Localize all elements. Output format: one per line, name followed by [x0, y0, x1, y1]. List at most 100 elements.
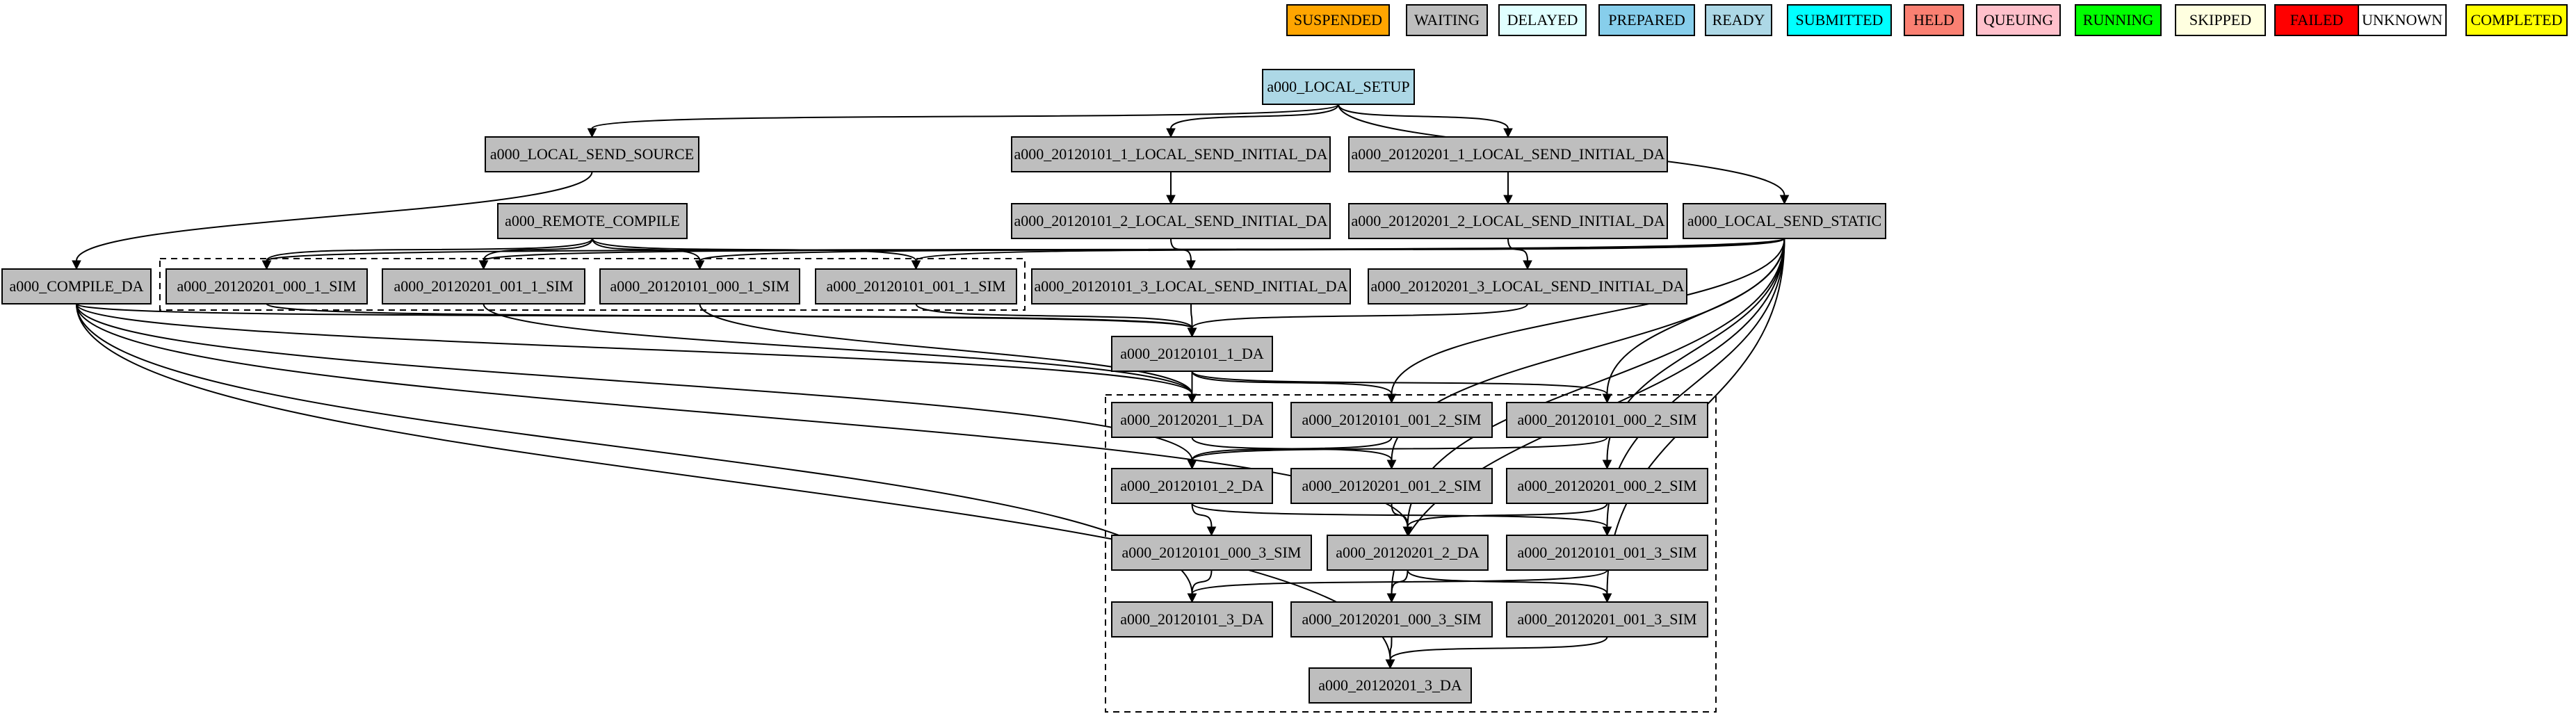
edge-line — [1191, 569, 1213, 594]
task-node-s20120201-000-1-sim[interactable]: a000_20120201_000_1_SIM — [165, 268, 368, 304]
task-node-box — [1, 268, 152, 304]
task-node-box — [497, 203, 688, 239]
legend-swatch — [2075, 4, 2162, 36]
task-node-box — [1506, 535, 1708, 571]
task-node-s20120201-2-da[interactable]: a000_20120201_2_DA — [1327, 535, 1489, 571]
task-node-label: a000_REMOTE_COMPILE — [505, 212, 680, 229]
task-node-label: a000_20120201_2_DA — [1336, 544, 1480, 561]
edge-line — [1191, 371, 1608, 395]
edge-line — [1391, 503, 1409, 528]
task-node-label: a000_20120101_001_3_SIM — [1518, 544, 1697, 561]
task-node-s20120101-3-lsi[interactable]: a000_20120101_3_LOCAL_SEND_INITIAL_DA — [1031, 268, 1351, 304]
task-node-s20120201-000-3-sim[interactable]: a000_20120201_000_3_SIM — [1290, 601, 1493, 637]
legend-item-submitted: SUBMITTED — [1787, 4, 1892, 36]
task-node-label: a000_20120101_2_LOCAL_SEND_INITIAL_DA — [1014, 212, 1328, 229]
task-node-s20120201-001-2-sim[interactable]: a000_20120201_001_2_SIM — [1290, 468, 1493, 504]
edge-line — [915, 238, 1785, 261]
task-node-label: a000_20120201_000_2_SIM — [1518, 477, 1697, 494]
edge-line — [1389, 636, 1608, 660]
edge-arrowhead — [1386, 393, 1397, 404]
task-node-box — [165, 268, 368, 304]
task-node-remote-compile[interactable]: a000_REMOTE_COMPILE — [497, 203, 688, 239]
task-node-s20120201-3-da[interactable]: a000_20120201_3_DA — [1309, 667, 1472, 704]
cluster-sim-group-1 — [159, 258, 1026, 311]
task-node-s20120101-001-2-sim[interactable]: a000_20120101_001_2_SIM — [1290, 402, 1493, 438]
task-node-s20120101-001-3-sim[interactable]: a000_20120101_001_3_SIM — [1506, 535, 1708, 571]
edge-arrowhead — [1602, 460, 1612, 470]
edge-arrowhead — [1386, 460, 1397, 470]
task-node-box — [1111, 336, 1273, 372]
legend-label: RUNNING — [2083, 11, 2154, 29]
task-node-s20120201-000-2-sim[interactable]: a000_20120201_000_2_SIM — [1506, 468, 1708, 504]
edge-arrowhead — [1186, 260, 1196, 270]
task-node-box — [1011, 203, 1331, 239]
legend-label: SUSPENDED — [1294, 11, 1382, 29]
legend-swatch — [2274, 4, 2359, 36]
edge-arrowhead — [1503, 128, 1513, 138]
edge-arrowhead — [1187, 327, 1197, 338]
task-node-s20120101-1-da[interactable]: a000_20120101_1_DA — [1111, 336, 1273, 372]
edge-arrowhead — [478, 260, 489, 270]
task-node-box — [1290, 601, 1493, 637]
edge-line — [76, 171, 593, 261]
task-node-s20120101-000-3-sim[interactable]: a000_20120101_000_3_SIM — [1111, 535, 1312, 571]
legend-swatch — [2465, 4, 2568, 36]
task-node-s20120101-1-lsi[interactable]: a000_20120101_1_LOCAL_SEND_INITIAL_DA — [1011, 136, 1331, 172]
task-node-s20120101-000-2-sim[interactable]: a000_20120101_000_2_SIM — [1506, 402, 1708, 438]
task-node-label: a000_LOCAL_SETUP — [1267, 78, 1409, 95]
task-node-s20120101-2-da[interactable]: a000_20120101_2_DA — [1111, 468, 1273, 504]
edge-s20120101-000-2-sim-to-s20120101-2-da — [1187, 437, 1608, 470]
edge-line — [1191, 371, 1393, 395]
task-node-s20120201-001-3-sim[interactable]: a000_20120201_001_3_SIM — [1506, 601, 1708, 637]
task-node-label: a000_20120101_1_LOCAL_SEND_INITIAL_DA — [1014, 145, 1328, 163]
task-node-s20120101-000-1-sim[interactable]: a000_20120101_000_1_SIM — [599, 268, 800, 304]
edge-arrowhead — [261, 260, 272, 270]
edge-arrowhead — [1206, 526, 1217, 537]
edge-arrowhead — [911, 260, 921, 270]
task-node-label: a000_20120101_3_LOCAL_SEND_INITIAL_DA — [1035, 277, 1348, 295]
edge-line — [1191, 303, 1528, 329]
task-node-s20120201-1-lsi[interactable]: a000_20120201_1_LOCAL_SEND_INITIAL_DA — [1348, 136, 1668, 172]
legend-label: SKIPPED — [2189, 11, 2251, 29]
legend-label: COMPLETED — [2471, 11, 2563, 29]
task-node-s20120101-001-1-sim[interactable]: a000_20120101_001_1_SIM — [815, 268, 1017, 304]
task-node-box — [382, 268, 585, 304]
task-node-box — [1111, 601, 1273, 637]
task-node-box — [1506, 601, 1708, 637]
edge-s20120101-1-da-to-s20120101-001-2-sim — [1191, 371, 1397, 404]
cluster-da-group — [1105, 394, 1717, 713]
edge-arrowhead — [1187, 393, 1197, 404]
task-node-s20120201-001-1-sim[interactable]: a000_20120201_001_1_SIM — [382, 268, 585, 304]
task-node-box — [1327, 535, 1489, 571]
edge-line — [76, 303, 1391, 660]
edge-arrowhead — [1166, 128, 1176, 138]
task-node-box — [1290, 468, 1493, 504]
legend-label: WAITING — [1414, 11, 1480, 29]
task-node-box — [815, 268, 1017, 304]
edge-arrowhead — [587, 128, 597, 138]
edge-s20120101-1-da-to-s20120101-000-2-sim — [1191, 371, 1612, 404]
edge-arrowhead — [1602, 393, 1612, 404]
edge-line — [1191, 503, 1213, 528]
task-node-local-send-static[interactable]: a000_LOCAL_SEND_STATIC — [1683, 203, 1886, 239]
edge-s20120201-2-lsi-to-s20120201-3-lsi — [1507, 238, 1532, 270]
legend-swatch — [1286, 4, 1390, 36]
edge-s20120201-000-1-sim-to-s20120101-1-da — [266, 303, 1197, 338]
task-node-s20120101-2-lsi[interactable]: a000_20120101_2_LOCAL_SEND_INITIAL_DA — [1011, 203, 1331, 239]
edge-local-send-static-to-s20120101-001-1-sim — [911, 238, 1785, 270]
legend-label: FAILED — [2290, 11, 2344, 29]
task-node-box — [1368, 268, 1687, 304]
edge-s20120101-1-da-to-s20120201-1-da — [1187, 371, 1197, 404]
task-node-s20120201-3-lsi[interactable]: a000_20120201_3_LOCAL_SEND_INITIAL_DA — [1368, 268, 1687, 304]
task-node-s20120101-3-da[interactable]: a000_20120101_3_DA — [1111, 601, 1273, 637]
task-node-compile-da[interactable]: a000_COMPILE_DA — [1, 268, 152, 304]
edge-arrowhead — [1523, 260, 1532, 270]
task-node-s20120201-2-lsi[interactable]: a000_20120201_2_LOCAL_SEND_INITIAL_DA — [1348, 203, 1668, 239]
legend-item-skipped: SKIPPED — [2175, 4, 2266, 36]
legend-item-running: RUNNING — [2075, 4, 2162, 36]
task-node-s20120201-1-da[interactable]: a000_20120201_1_DA — [1111, 402, 1273, 438]
legend-label: HELD — [1913, 11, 1954, 29]
legend-label: SUBMITTED — [1796, 11, 1884, 29]
task-node-local-send-source[interactable]: a000_LOCAL_SEND_SOURCE — [485, 136, 699, 172]
task-node-local-setup[interactable]: a000_LOCAL_SETUP — [1262, 69, 1415, 105]
